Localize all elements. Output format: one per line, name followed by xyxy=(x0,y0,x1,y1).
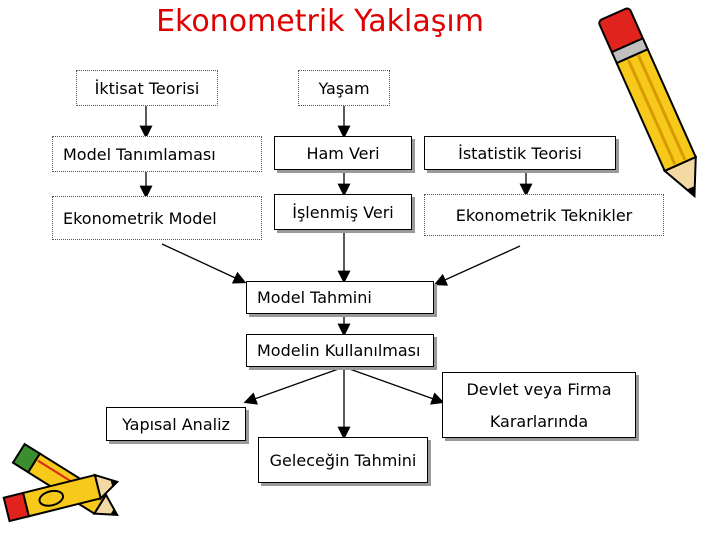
pencils-icon xyxy=(2,442,120,523)
node-devlet-firma: Devlet veya Firma Kararlarında xyxy=(442,372,636,438)
node-iktisat-teorisi: İktisat Teorisi xyxy=(76,70,218,106)
arrow-ekomodel-to-tahmin xyxy=(161,243,247,284)
node-model-tanimlamasi: Model Tanımlaması xyxy=(52,136,262,172)
node-modelin-kullanilmasi: Modelin Kullanılması xyxy=(246,334,434,367)
arrow-teknik-to-tahmin xyxy=(433,245,521,286)
node-yasam: Yaşam xyxy=(298,70,390,106)
arrow-kullanim-to-devlet xyxy=(343,366,445,405)
node-yapisal-analiz: Yapısal Analiz xyxy=(106,407,246,441)
node-gelecegin-tahmini: Geleceğin Tahmini xyxy=(258,437,428,483)
node-ekonometrik-model: Ekonometrik Model xyxy=(52,196,262,240)
diagram-title: Ekonometrik Yaklaşım xyxy=(156,4,484,39)
node-model-tahmini: Model Tahmini xyxy=(246,281,434,314)
node-ham-veri: Ham Veri xyxy=(274,136,412,170)
node-ekonometrik-teknikler: Ekonometrik Teknikler xyxy=(424,194,664,236)
pencil-icon xyxy=(598,7,698,199)
node-devlet-firma-line-2: Kararlarında xyxy=(489,411,589,431)
node-istatistik-teorisi: İstatistik Teorisi xyxy=(424,136,616,170)
arrow-kullanim-to-yapisal xyxy=(243,366,345,405)
node-islenmis-veri: İşlenmiş Veri xyxy=(274,194,412,230)
node-devlet-firma-line-1: Devlet veya Firma xyxy=(466,379,612,399)
